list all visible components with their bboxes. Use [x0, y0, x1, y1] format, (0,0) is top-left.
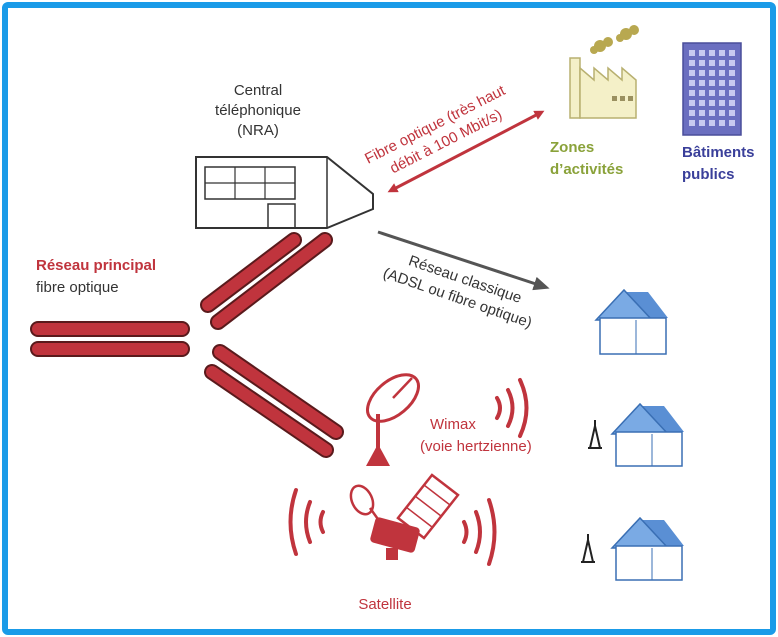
wimax-label-line2: (voie hertzienne) [420, 438, 532, 455]
batiments-label-line2: publics [682, 166, 735, 183]
main-fiber-cables [30, 232, 344, 458]
main-network-label-line2: fibre optique [36, 279, 119, 296]
factory-icon [569, 25, 639, 119]
signal-waves-icon [495, 378, 529, 438]
central-building-icon [195, 156, 374, 229]
house-icon [610, 516, 684, 581]
main-network-label-line1: Réseau principal [36, 257, 156, 274]
signal-waves-icon [288, 488, 497, 566]
central-label-line3: (NRA) [237, 122, 279, 139]
office-tower-icon [682, 42, 742, 136]
fiber-optic-arrow [387, 110, 545, 193]
antenna-icon [588, 420, 602, 449]
satellite-dish-icon [366, 373, 420, 466]
satellite-label: Satellite [358, 596, 411, 613]
classic-network-arrow [377, 230, 550, 291]
batiments-label-line1: Bâtiments [682, 144, 755, 161]
antenna-icon [581, 534, 595, 563]
house-icon [610, 402, 684, 467]
central-label-line2: téléphonique [215, 102, 301, 119]
house-icon [594, 288, 668, 355]
central-label-line1: Central [234, 82, 282, 99]
satellite-icon [349, 473, 460, 560]
wimax-label-line1: Wimax [430, 416, 476, 433]
zones-label-line2: d’activités [550, 161, 623, 178]
zones-label-line1: Zones [550, 139, 594, 156]
